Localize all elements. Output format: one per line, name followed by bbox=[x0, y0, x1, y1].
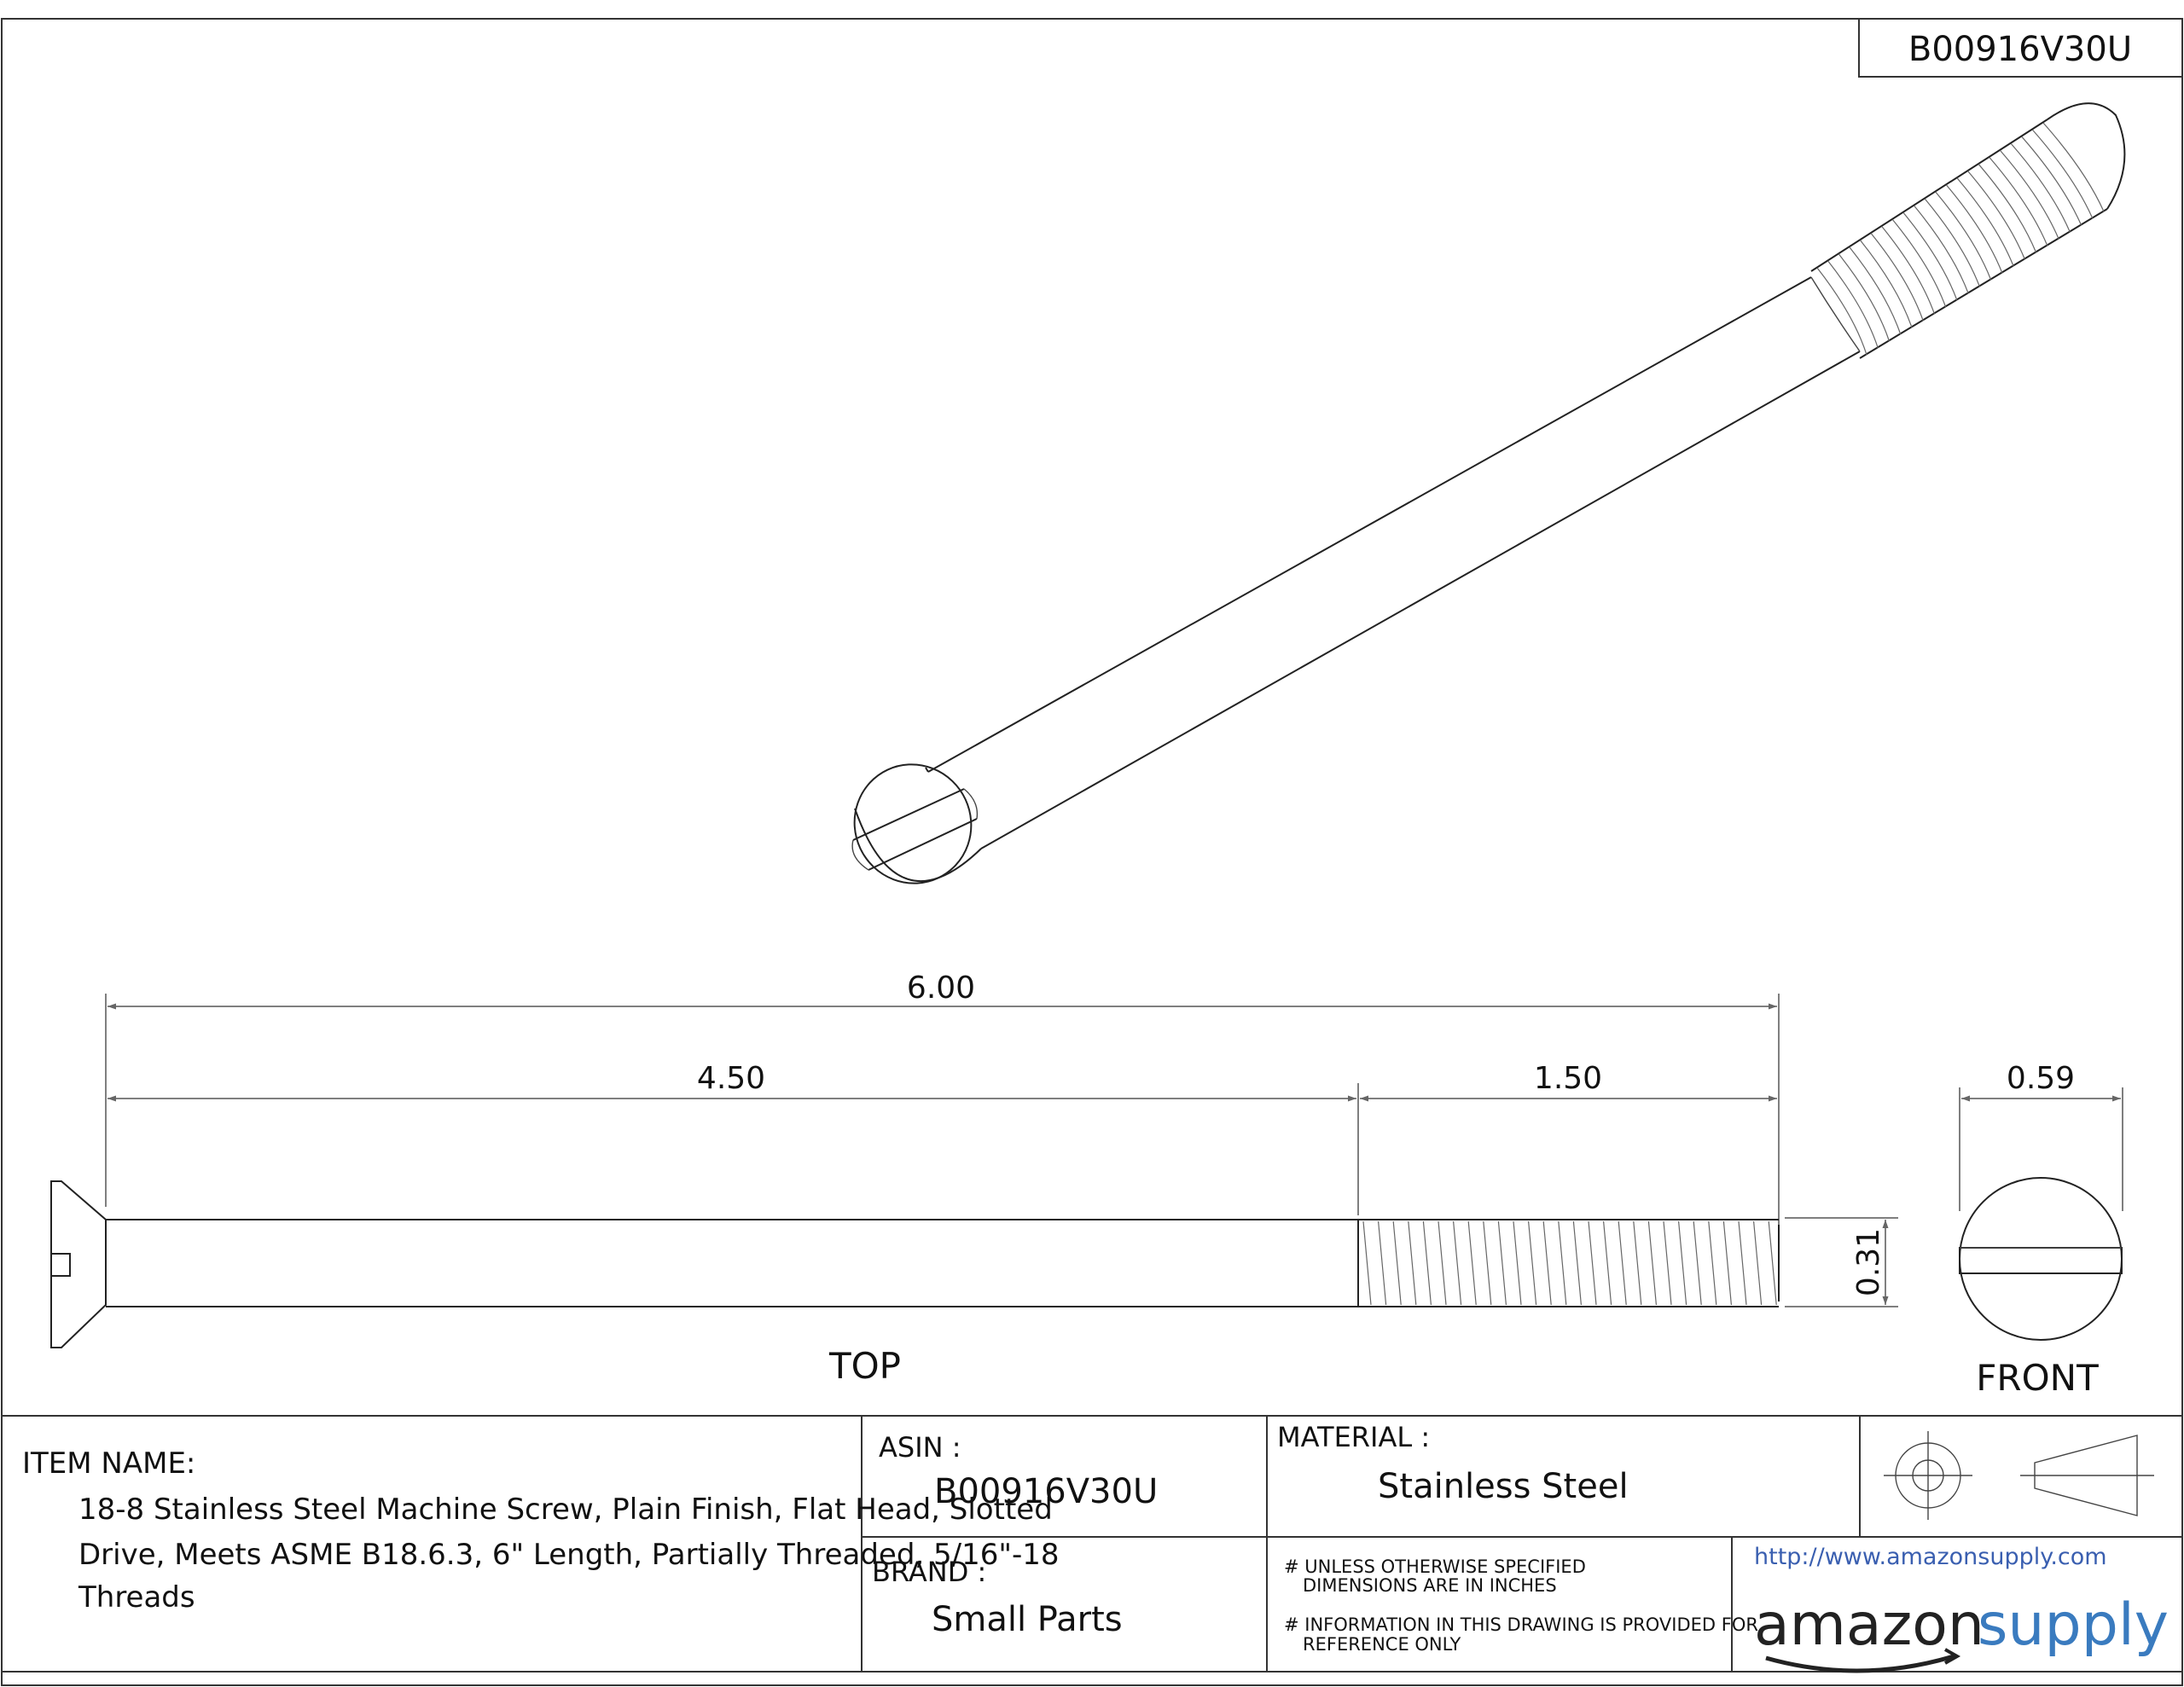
thread-crest bbox=[1392, 1220, 1402, 1306]
thread-crest bbox=[1513, 1220, 1522, 1306]
drawing-border bbox=[1, 18, 2183, 1686]
logo-smile-icon bbox=[1765, 1654, 1955, 1673]
logo-word-amazon: amazon bbox=[1754, 1591, 1984, 1659]
thread-crest bbox=[1827, 260, 1879, 349]
thread-crest bbox=[1956, 177, 2014, 267]
dim-thread-length: 1.50 bbox=[1534, 1061, 1602, 1096]
top-view-threads bbox=[1362, 1220, 1777, 1306]
thread-crest bbox=[1693, 1220, 1702, 1306]
item-name-line-1: 18-8 Stainless Steel Machine Screw, Plai… bbox=[78, 1493, 1053, 1527]
thread-crest bbox=[2021, 136, 2082, 226]
thread-crest bbox=[1362, 1220, 1372, 1306]
thread-crest bbox=[1542, 1220, 1552, 1306]
amazonsupply-logo: amazon supply bbox=[1754, 1591, 2169, 1673]
isometric-threads bbox=[1816, 122, 2105, 356]
thread-crest bbox=[2010, 142, 2071, 233]
dim-overall-length: 6.00 bbox=[907, 971, 975, 1006]
thread-crest bbox=[1647, 1220, 1657, 1306]
thread-crest bbox=[1708, 1220, 1717, 1306]
item-name-line-2: Drive, Meets ASME B18.6.3, 6" Length, Pa… bbox=[78, 1538, 1060, 1572]
thread-crest bbox=[1891, 218, 1947, 308]
logo-word-supply: supply bbox=[1978, 1591, 2169, 1659]
thread-crest bbox=[1438, 1220, 1447, 1306]
front-view: FRONT bbox=[1959, 1177, 2123, 1399]
thread-crest bbox=[1408, 1220, 1417, 1306]
thread-crest bbox=[1924, 198, 1980, 287]
thread-crest bbox=[1528, 1220, 1537, 1306]
thread-crest bbox=[1870, 233, 1924, 322]
note-units-line-2: DIMENSIONS ARE IN INCHES bbox=[1303, 1575, 1557, 1596]
thread-crest bbox=[1768, 1220, 1777, 1306]
thread-crest bbox=[1618, 1220, 1627, 1306]
dim-head-diameter: 0.59 bbox=[2007, 1061, 2075, 1096]
item-name-label: ITEM NAME: bbox=[22, 1446, 195, 1481]
thread-crest bbox=[1860, 240, 1913, 328]
thread-crest bbox=[1738, 1220, 1747, 1306]
thread-crest bbox=[1914, 205, 1969, 294]
thread-crest bbox=[1935, 191, 1992, 281]
note-units-line-1: # UNLESS OTHERWISE SPECIFIED bbox=[1284, 1557, 1586, 1577]
part-number-label: B00916V30U bbox=[1908, 30, 2132, 69]
top-view: TOP bbox=[50, 1180, 1780, 1387]
isometric-view bbox=[851, 102, 2126, 884]
dimension-lines: 6.00 4.50 1.50 0.31 0.59 bbox=[105, 971, 2123, 1307]
asin-value: B00916V30U bbox=[934, 1472, 1158, 1511]
thread-crest bbox=[1378, 1220, 1387, 1306]
thread-crest bbox=[1849, 246, 1902, 335]
thread-crest bbox=[1967, 171, 2025, 260]
thread-crest bbox=[1467, 1220, 1477, 1306]
thread-crest bbox=[1453, 1220, 1462, 1306]
title-block: ITEM NAME: 18-8 Stainless Steel Machine … bbox=[2, 1415, 2182, 1673]
thread-crest bbox=[2000, 149, 2059, 240]
front-view-label: FRONT bbox=[1976, 1357, 2099, 1399]
thread-crest bbox=[1945, 184, 2003, 274]
note-reference-line-2: REFERENCE ONLY bbox=[1303, 1634, 1461, 1655]
thread-crest bbox=[1497, 1220, 1507, 1306]
thread-crest bbox=[2042, 122, 2105, 212]
thread-crest bbox=[1753, 1220, 1763, 1306]
thread-crest bbox=[1588, 1220, 1597, 1306]
thread-crest bbox=[1881, 226, 1935, 315]
amazonsupply-url[interactable]: http://www.amazonsupply.com bbox=[1754, 1544, 2107, 1570]
material-label: MATERIAL : bbox=[1277, 1421, 1430, 1453]
note-reference-line-1: # INFORMATION IN THIS DRAWING IS PROVIDE… bbox=[1284, 1615, 1758, 1635]
brand-label: BRAND : bbox=[872, 1556, 986, 1588]
thread-crest bbox=[1422, 1220, 1432, 1306]
thread-crest bbox=[1816, 267, 1867, 356]
thread-crest bbox=[1558, 1220, 1567, 1306]
thread-crest bbox=[1678, 1220, 1687, 1306]
thread-crest bbox=[1978, 164, 2037, 253]
amazonsupply-link[interactable]: http://www.amazonsupply.com bbox=[1754, 1544, 2107, 1570]
thread-crest bbox=[1663, 1220, 1672, 1306]
thread-crest bbox=[1633, 1220, 1642, 1306]
asin-label: ASIN : bbox=[879, 1431, 961, 1464]
dim-unthreaded-length: 4.50 bbox=[697, 1061, 765, 1096]
thread-crest bbox=[1483, 1220, 1492, 1306]
thread-crest bbox=[1902, 212, 1958, 301]
material-value: Stainless Steel bbox=[1378, 1467, 1629, 1506]
dim-shank-diameter: 0.31 bbox=[1851, 1228, 1886, 1296]
thread-crest bbox=[1989, 157, 2048, 246]
thread-crest bbox=[1572, 1220, 1582, 1306]
projection-symbol-icon bbox=[1884, 1431, 2154, 1520]
thread-crest bbox=[2031, 129, 2094, 219]
part-number-box bbox=[1858, 18, 2183, 78]
item-name-line-3: Threads bbox=[78, 1580, 195, 1615]
brand-value: Small Parts bbox=[932, 1600, 1123, 1639]
thread-crest bbox=[1838, 253, 1891, 342]
thread-crest bbox=[1722, 1220, 1732, 1306]
thread-crest bbox=[1603, 1220, 1612, 1306]
top-view-label: TOP bbox=[828, 1345, 901, 1387]
